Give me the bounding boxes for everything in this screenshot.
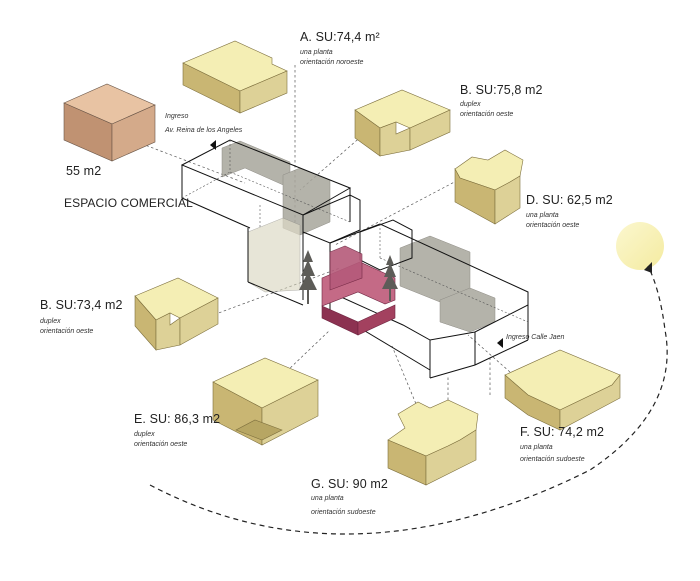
unit-a-block bbox=[182, 40, 288, 114]
unit-f-title: F. SU: 74,2 m2 bbox=[520, 425, 605, 439]
unit-g-orientation: orientación sudoeste bbox=[311, 509, 376, 516]
unit-e-subtitle: duplex orientación oeste bbox=[134, 430, 187, 450]
main-entry-arrow-icon bbox=[210, 140, 216, 150]
unit-a-title: A. SU:74,4 m² bbox=[300, 30, 380, 44]
main-entry-label: Ingreso Av. Reina de los Angeles bbox=[165, 112, 242, 136]
unit-d-type: una planta bbox=[526, 212, 559, 219]
unit-b-lower-type: duplex bbox=[40, 318, 61, 325]
unit-b-lower-subtitle: duplex orientación oeste bbox=[40, 317, 93, 337]
unit-f-block bbox=[504, 349, 621, 431]
sun-path-arrowhead bbox=[644, 262, 652, 273]
unit-d-subtitle: una planta orientación oeste bbox=[526, 211, 579, 231]
unit-b-upper-block bbox=[354, 89, 451, 157]
unit-b-lower-orientation: orientación oeste bbox=[40, 328, 94, 335]
sun-icon bbox=[616, 222, 664, 270]
unit-g-type: una planta bbox=[311, 495, 344, 502]
unit-d-orientation: orientación oeste bbox=[526, 222, 580, 229]
unit-a-type: una planta bbox=[300, 49, 333, 56]
unit-f-subtitle: una planta orientación sudoeste bbox=[520, 443, 585, 465]
side-entry-arrow-icon bbox=[497, 338, 503, 348]
unit-d-title: D. SU: 62,5 m2 bbox=[526, 193, 613, 207]
side-entry-label: Ingreso Calle Jaen bbox=[506, 334, 565, 341]
unit-b-upper-title: B. SU:75,8 m2 bbox=[460, 83, 543, 97]
unit-e-title: E. SU: 86,3 m2 bbox=[134, 412, 221, 426]
unit-e-orientation: orientación oeste bbox=[134, 441, 188, 448]
commercial-space-block bbox=[63, 83, 156, 162]
central-building bbox=[180, 139, 529, 379]
unit-f-type: una planta bbox=[520, 444, 553, 451]
tree-icon bbox=[299, 250, 398, 304]
unit-g-title: G. SU: 90 m2 bbox=[311, 477, 388, 491]
unit-e-type: duplex bbox=[134, 431, 155, 438]
commercial-area-label: 55 m2 bbox=[66, 164, 102, 178]
unit-a-subtitle: una planta orientación noroeste bbox=[300, 48, 363, 68]
unit-f-orientation: orientación sudoeste bbox=[520, 456, 585, 463]
unit-g-subtitle: una planta orientación sudoeste bbox=[311, 494, 376, 518]
main-entry-street: Av. Reina de los Angeles bbox=[165, 127, 243, 134]
unit-g-block bbox=[387, 399, 479, 486]
main-entry-word: Ingreso bbox=[165, 113, 189, 120]
unit-b-upper-orientation: orientación oeste bbox=[460, 111, 514, 118]
unit-b-lower-title: B. SU:73,4 m2 bbox=[40, 298, 123, 312]
unit-a-orientation: orientación noroeste bbox=[300, 59, 364, 66]
unit-b-upper-type: duplex bbox=[460, 101, 481, 108]
sun-path-arc bbox=[149, 265, 668, 535]
central-core bbox=[321, 245, 396, 336]
unit-d-block bbox=[454, 149, 524, 225]
unit-b-lower-block bbox=[134, 277, 219, 351]
commercial-space-title: ESPACIO COMERCIAL bbox=[64, 196, 193, 210]
unit-b-upper-subtitle: duplex orientación oeste bbox=[460, 100, 513, 120]
unit-e-block bbox=[212, 357, 319, 446]
